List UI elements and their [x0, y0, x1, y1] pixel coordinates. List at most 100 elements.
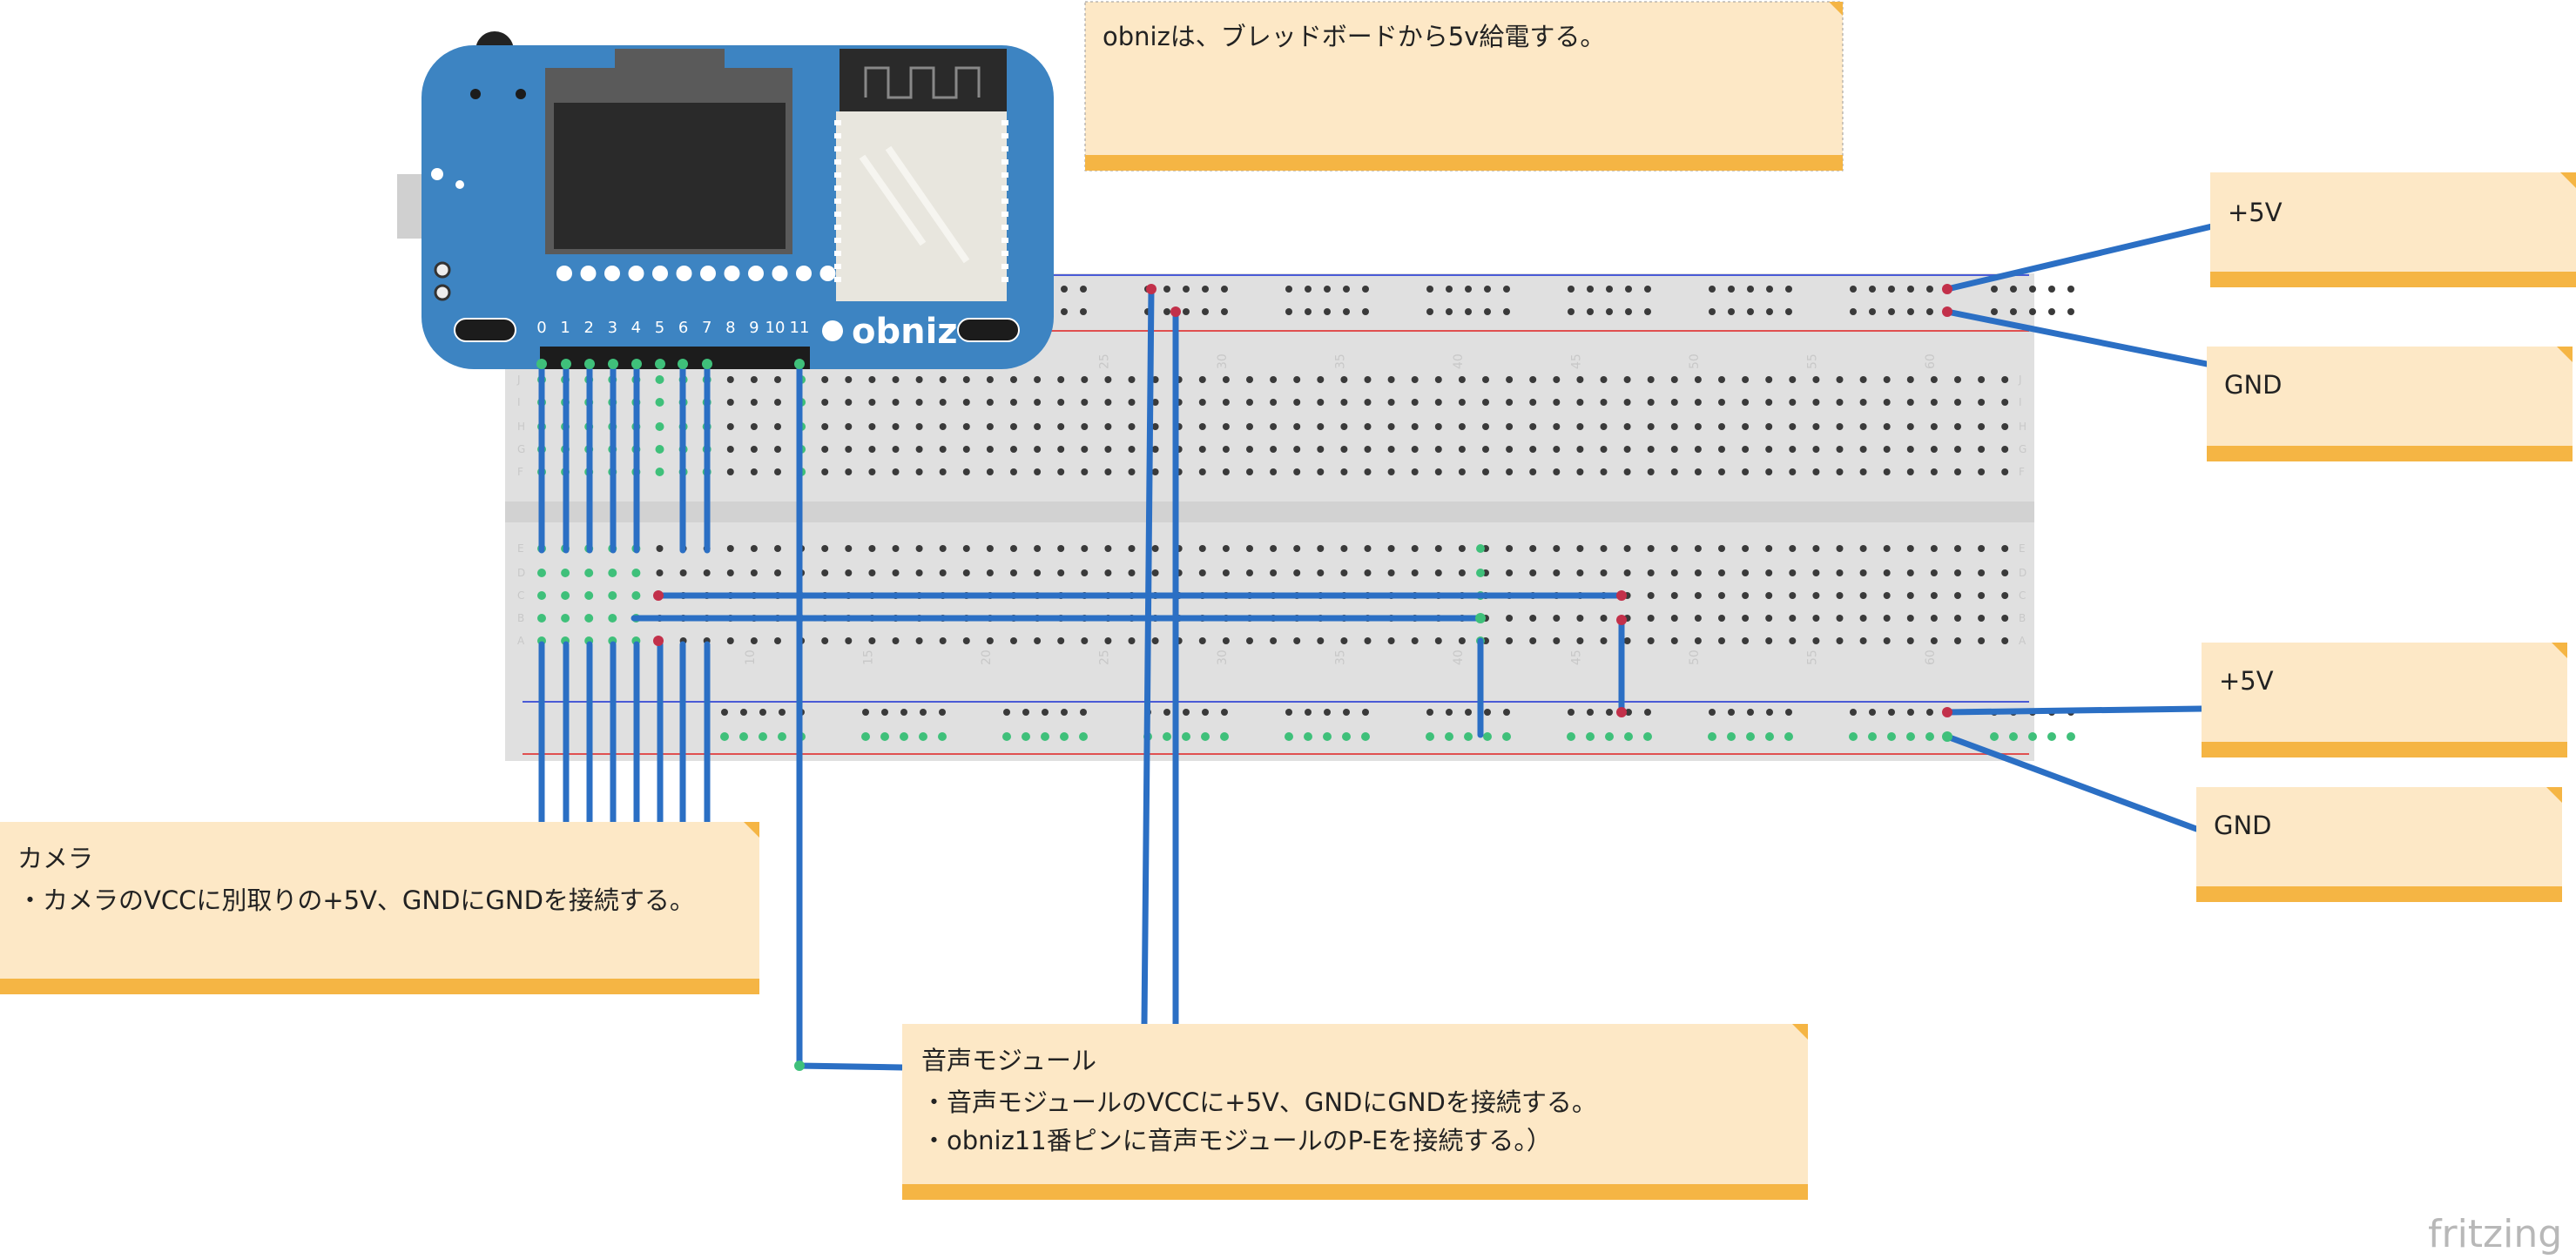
breadboard-hole: [915, 423, 923, 430]
breadboard-hole: [1057, 423, 1065, 430]
breadboard-hole: [1670, 468, 1678, 475]
module-pad: [834, 133, 841, 138]
pin-number: 2: [583, 319, 593, 337]
wire-end-red: [1616, 590, 1627, 601]
breadboard-hole: [1765, 376, 1773, 383]
connected-rail-hole: [2067, 732, 2075, 741]
rail-hole: [1709, 709, 1716, 716]
breadboard-hole: [1718, 446, 1725, 453]
breadboard-hole: [1906, 468, 1914, 475]
breadboard-hole: [1246, 637, 1253, 644]
breadboard-hole: [1954, 615, 1961, 622]
connected-rail-hole: [1502, 732, 1511, 741]
breadboard-hole: [915, 637, 923, 644]
connected-hole: [584, 591, 594, 600]
breadboard-hole: [1151, 569, 1159, 576]
breadboard-hole: [2001, 545, 2009, 552]
breadboard-hole: [774, 423, 781, 430]
breadboard-hole: [1364, 446, 1372, 453]
breadboard-hole: [1670, 592, 1678, 599]
breadboard-hole: [915, 569, 923, 576]
breadboard-hole: [1906, 592, 1914, 599]
connected-hole: [655, 398, 664, 407]
breadboard-hole: [1812, 637, 1820, 644]
breadboard-hole: [962, 423, 970, 430]
breadboard-hole: [1081, 376, 1089, 383]
rail-hole: [1305, 286, 1312, 293]
breadboard-hole: [726, 446, 734, 453]
breadboard-hole: [1081, 468, 1089, 475]
breadboard-hole: [1222, 399, 1230, 406]
rail-hole: [1747, 308, 1754, 315]
breadboard-hole: [1553, 615, 1561, 622]
breadboard-hole: [1718, 615, 1725, 622]
breadboard-hole: [1789, 468, 1797, 475]
breadboard-hole: [1364, 569, 1372, 576]
connected-rail-hole: [1182, 732, 1190, 741]
breadboard-hole: [1859, 637, 1867, 644]
breadboard-hole: [1742, 376, 1750, 383]
rail-hole: [1163, 709, 1170, 716]
breadboard-hole: [1647, 615, 1655, 622]
breadboard-hole: [1293, 446, 1301, 453]
breadboard-hole: [821, 376, 829, 383]
note-camera-bar: [0, 979, 759, 994]
note-audio-bar: [902, 1184, 1808, 1200]
breadboard-hole: [1812, 446, 1820, 453]
rail-hole: [1484, 286, 1491, 293]
rail-hole: [1061, 308, 1068, 315]
column-number: 30: [1216, 650, 1230, 665]
row-letter: I: [517, 396, 521, 408]
breadboard-hole: [750, 423, 758, 430]
breadboard-hole: [1789, 637, 1797, 644]
rail-hole: [1080, 308, 1087, 315]
breadboard-hole: [986, 399, 994, 406]
rail-hole: [1285, 286, 1292, 293]
breadboard-hole: [1906, 615, 1914, 622]
breadboard-hole: [1128, 569, 1136, 576]
breadboard-hole: [892, 637, 900, 644]
breadboard-hole: [1387, 569, 1395, 576]
note-top-body: [1084, 1, 1844, 172]
breadboard-hole: [1978, 545, 1986, 552]
breadboard-hole: [1151, 637, 1159, 644]
note-rail2-gnd-text: GND: [2214, 811, 2272, 840]
breadboard-hole: [1576, 569, 1584, 576]
breadboard-hole: [1836, 569, 1844, 576]
breadboard-hole: [1529, 423, 1537, 430]
breadboard-hole: [892, 423, 900, 430]
connected-rail-hole: [1285, 732, 1293, 741]
breadboard-hole: [1387, 399, 1395, 406]
connected-rail-hole: [1586, 732, 1595, 741]
breadboard-hole: [1718, 569, 1725, 576]
rail-hole: [1766, 286, 1773, 293]
rail-hole: [1888, 286, 1895, 293]
breadboard-hole: [750, 569, 758, 576]
connected-rail-hole: [1361, 732, 1370, 741]
breadboard-hole: [1836, 399, 1844, 406]
breadboard-hole: [821, 446, 829, 453]
breadboard-hole: [1482, 468, 1489, 475]
module-pad: [834, 120, 841, 125]
note-rail1-plus-body: [2210, 172, 2576, 287]
connected-rail-hole: [1342, 732, 1351, 741]
rail-hole: [1324, 709, 1331, 716]
row-letter: A: [517, 635, 525, 647]
rail-hole: [1888, 709, 1895, 716]
breadboard-hole: [1600, 446, 1608, 453]
breadboard-hole: [1883, 423, 1891, 430]
breadboard-hole: [915, 468, 923, 475]
module-pad: [1001, 238, 1008, 243]
breadboard-hole: [1789, 399, 1797, 406]
rail-hole: [1785, 308, 1792, 315]
module-pad: [834, 264, 841, 269]
breadboard-hole: [1576, 615, 1584, 622]
breadboard-hole: [845, 637, 853, 644]
obniz-logo-icon: [822, 320, 843, 341]
breadboard-hole: [1411, 637, 1419, 644]
breadboard-hole: [1576, 423, 1584, 430]
breadboard-hole: [1340, 376, 1348, 383]
breadboard-hole: [1694, 468, 1702, 475]
connected-rail-hole: [1708, 732, 1716, 741]
